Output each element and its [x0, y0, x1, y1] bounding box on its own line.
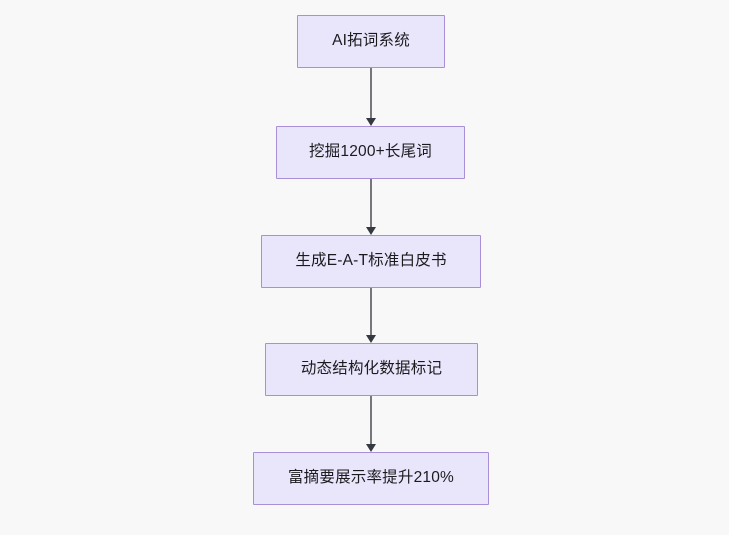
flowchart-node-n3[interactable]: 生成E-A-T标准白皮书	[261, 235, 481, 288]
edge-line	[370, 396, 372, 444]
arrowhead-down-icon	[366, 444, 376, 452]
flowchart-node-n4[interactable]: 动态结构化数据标记	[265, 343, 478, 396]
edge-line	[370, 288, 372, 335]
flowchart-node-n1[interactable]: AI拓词系统	[297, 15, 445, 68]
arrowhead-down-icon	[366, 118, 376, 126]
flowchart-node-label: 动态结构化数据标记	[300, 360, 443, 378]
arrowhead-down-icon	[366, 227, 376, 235]
edge-line	[370, 179, 372, 227]
edge-line	[370, 68, 372, 118]
flowchart-node-label: 富摘要展示率提升210%	[287, 469, 455, 487]
flowchart-node-n5[interactable]: 富摘要展示率提升210%	[253, 452, 489, 505]
flowchart-node-n2[interactable]: 挖掘1200+长尾词	[276, 126, 465, 179]
arrowhead-down-icon	[366, 335, 376, 343]
flowchart-node-label: 挖掘1200+长尾词	[308, 143, 433, 161]
flowchart-node-label: 生成E-A-T标准白皮书	[295, 252, 447, 270]
flowchart-node-label: AI拓词系统	[332, 32, 410, 50]
